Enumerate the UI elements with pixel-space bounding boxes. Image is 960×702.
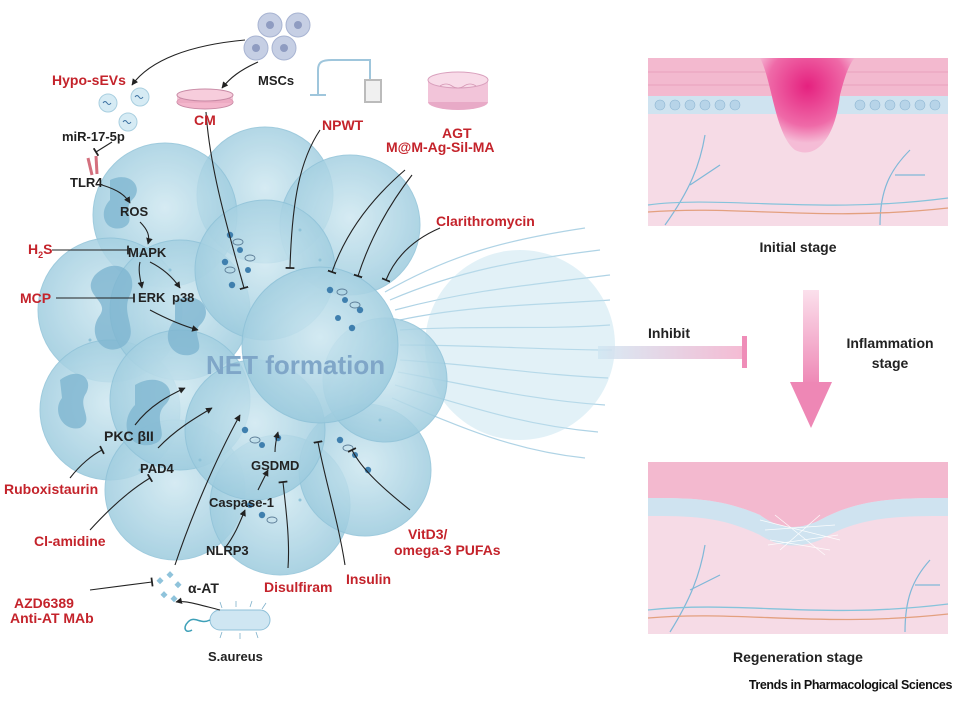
agt-hydrogel bbox=[427, 71, 489, 110]
npwt-device bbox=[310, 59, 382, 103]
tlr4-receptor bbox=[86, 155, 99, 176]
tlr4-label: TLR4 bbox=[70, 175, 103, 190]
inflammation-caption-line1: Inflammation bbox=[846, 335, 934, 351]
npwt-label: NPWT bbox=[322, 117, 364, 133]
net-formation-label: NET formation bbox=[206, 350, 386, 380]
omega-3-label: omega-3 PUFAs bbox=[394, 542, 501, 558]
journal-credit: Trends in Pharmacological Sciences bbox=[748, 678, 953, 692]
p38-label: p38 bbox=[172, 290, 195, 305]
regeneration-stage-caption: Regeneration stage bbox=[733, 649, 863, 665]
vitd3-label: VitD3/ bbox=[408, 526, 448, 542]
cell-cluster bbox=[37, 126, 448, 576]
skin-initial bbox=[647, 58, 949, 226]
mscs-label: MSCs bbox=[258, 73, 295, 88]
cm-label: CM bbox=[194, 112, 216, 128]
agt-label: AGT bbox=[442, 125, 472, 141]
clarithromycin-label: Clarithromycin bbox=[436, 213, 535, 229]
skin-regeneration bbox=[647, 462, 949, 634]
anti-at-mab-label: Anti-AT MAb bbox=[10, 610, 94, 626]
inflammation-caption-line2: stage bbox=[871, 355, 909, 371]
azd6389-label: AZD6389 bbox=[14, 595, 74, 611]
ros-label: ROS bbox=[120, 204, 149, 219]
hypo-sevs-label: Hypo-sEVs bbox=[52, 72, 126, 88]
ruboxistaurin-label: Ruboxistaurin bbox=[4, 481, 99, 497]
nlrp3-label: NLRP3 bbox=[206, 543, 249, 558]
h2s-end: S bbox=[43, 241, 53, 257]
gsdmd-label: GSDMD bbox=[251, 458, 300, 473]
inhibit-label: Inhibit bbox=[648, 325, 690, 341]
cm-dish bbox=[176, 88, 234, 110]
disulfiram-label: Disulfiram bbox=[264, 579, 333, 595]
mir-17-5p-label: miR-17-5p bbox=[62, 129, 125, 144]
pkc-label: PKC βII bbox=[104, 428, 154, 444]
saureus-label: S.aureus bbox=[208, 649, 263, 664]
hypo-sevs-vesicles bbox=[98, 87, 150, 132]
msc-cells bbox=[243, 12, 311, 61]
pathway-connectors bbox=[52, 39, 441, 611]
pad4-label: PAD4 bbox=[140, 461, 174, 476]
net-haze bbox=[425, 250, 615, 440]
caspase-1-label: Caspase-1 bbox=[209, 495, 275, 510]
alpha-at-label: α-AT bbox=[188, 580, 219, 596]
m-m-ag-sil-ma-label: M@M-Ag-Sil-MA bbox=[386, 139, 495, 155]
mapk-label: MAPK bbox=[128, 245, 167, 260]
mcp-label: MCP bbox=[20, 290, 52, 306]
h2s-label: H2S bbox=[28, 242, 52, 260]
saureus-bacterium bbox=[184, 600, 271, 639]
h2s-subscript: 2 bbox=[38, 249, 44, 260]
erk-label: ERK bbox=[138, 290, 166, 305]
cl-amidine-label: Cl-amidine bbox=[34, 533, 106, 549]
progression-arrow bbox=[790, 290, 832, 428]
inhibit-arrow bbox=[598, 336, 747, 368]
initial-stage-caption: Initial stage bbox=[759, 239, 837, 255]
insulin-label: Insulin bbox=[346, 571, 392, 587]
h2s-main: H bbox=[28, 241, 39, 257]
alpha-at-particles bbox=[156, 571, 182, 603]
cell-speckles bbox=[88, 228, 382, 502]
